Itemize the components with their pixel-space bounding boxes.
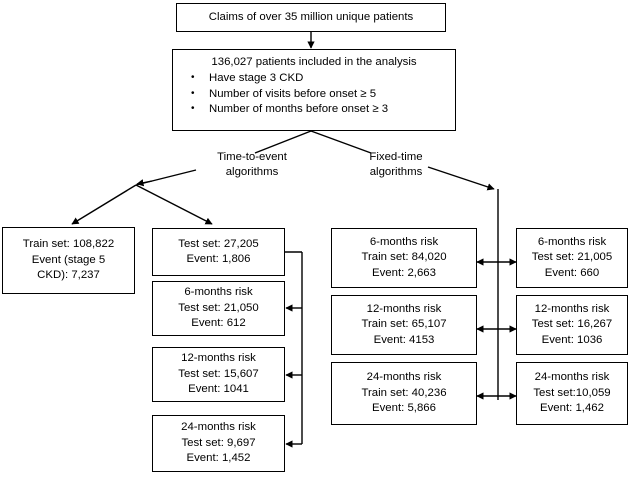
- node-ft-test-24-line-1: 24-months risk: [534, 371, 610, 384]
- node-tte-risk-6-line-1: 6-months risk: [184, 286, 253, 299]
- label-time-to-event-algorithms: Time-to-event algorithms: [192, 150, 312, 179]
- edge-junction-to-tte-train: [71, 184, 137, 225]
- label-fixed-time-line2: algorithms: [369, 165, 423, 178]
- node-tte-risk-24-line-3: Event: 1,452: [186, 452, 251, 465]
- edge-tte-label-to-junction: [135, 169, 197, 186]
- node-ft-train-24-line-1: 24-months risk: [366, 371, 442, 384]
- node-ft-test-6-months: 6-months risk Test set: 21,005 Event: 66…: [516, 228, 628, 288]
- node-ft-train-24-line-2: Train set: 40,236: [361, 386, 447, 399]
- node-ft-test-24-line-2: Test set:10,059: [533, 386, 611, 399]
- node-tte-risk-6-line-3: Event: 612: [191, 317, 246, 330]
- node-tte-train-line-2: Event (stage 5: [31, 253, 106, 266]
- node-cohort-bullet-3: Number of months before onset ≥ 3: [187, 101, 449, 117]
- node-ft-train-6-line-2: Train set: 84,020: [361, 251, 447, 264]
- node-ft-train-6-months: 6-months risk Train set: 84,020 Event: 2…: [331, 228, 477, 288]
- node-source-label: Claims of over 35 million unique patient…: [208, 10, 414, 23]
- node-cohort-bullet-2: Number of visits before onset ≥ 5: [187, 86, 449, 102]
- node-cohort: 136,027 patients included in the analysi…: [172, 49, 456, 131]
- node-ft-test-12-months: 12-months risk Test set: 16,267 Event: 1…: [516, 295, 628, 355]
- node-tte-risk-6-months: 6-months risk Test set: 21,050 Event: 61…: [152, 281, 285, 336]
- node-source: Claims of over 35 million unique patient…: [176, 3, 446, 32]
- node-cohort-headline: 136,027 patients included in the analysi…: [211, 56, 417, 68]
- node-ft-test-12-line-1: 12-months risk: [534, 302, 610, 315]
- node-ft-train-24-months: 24-months risk Train set: 40,236 Event: …: [331, 362, 477, 425]
- node-cohort-bullet-1: Have stage 3 CKD: [187, 70, 449, 86]
- node-ft-train-12-line-2: Train set: 65,107: [361, 318, 447, 331]
- label-time-to-event-line2: algorithms: [225, 165, 279, 178]
- edge-junction-arrowhead: [136, 179, 153, 187]
- node-tte-train-line-3: CKD): 7,237: [37, 269, 100, 282]
- label-time-to-event-line1: Time-to-event: [217, 151, 287, 163]
- node-ft-test-24-months: 24-months risk Test set:10,059 Event: 1,…: [516, 362, 628, 425]
- node-tte-risk-12-line-3: Event: 1041: [188, 383, 249, 396]
- label-fixed-time-algorithms: Fixed-time algorithms: [346, 150, 446, 179]
- node-ft-test-6-line-3: Event: 660: [544, 266, 600, 279]
- node-ft-test-12-line-3: Event: 1036: [541, 333, 603, 346]
- node-tte-train-line-1: Train set: 108,822: [22, 238, 115, 251]
- node-ft-test-12-line-2: Test set: 16,267: [531, 318, 613, 331]
- node-ft-train-12-months: 12-months risk Train set: 65,107 Event: …: [331, 295, 477, 355]
- node-ft-test-24-line-3: Event: 1,462: [540, 402, 604, 415]
- node-tte-risk-12-line-2: Test set: 15,607: [178, 367, 259, 380]
- node-tte-risk-24-line-2: Test set: 9,697: [181, 436, 256, 449]
- node-ft-train-24-line-3: Event: 5,866: [372, 402, 436, 415]
- node-ft-train-6-line-1: 6-months risk: [369, 235, 439, 248]
- node-tte-train-set: Train set: 108,822 Event (stage 5 CKD): …: [2, 227, 135, 294]
- node-ft-train-12-line-1: 12-months risk: [366, 302, 442, 315]
- node-tte-risk-6-line-2: Test set: 21,050: [178, 301, 259, 314]
- node-ft-test-6-line-2: Test set: 21,005: [531, 251, 613, 264]
- label-fixed-time-line1: Fixed-time: [369, 151, 423, 163]
- node-tte-test-line-2: Event: 1,806: [186, 253, 251, 265]
- node-tte-test-set: Test set: 27,205 Event: 1,806: [152, 228, 285, 276]
- node-tte-test-line-1: Test set: 27,205: [178, 237, 259, 250]
- node-tte-risk-12-line-1: 12-months risk: [181, 352, 256, 365]
- node-tte-risk-24-months: 24-months risk Test set: 9,697 Event: 1,…: [152, 415, 285, 472]
- node-ft-train-6-line-3: Event: 2,663: [372, 266, 436, 279]
- node-cohort-bullets: Have stage 3 CKD Number of visits before…: [179, 70, 449, 117]
- node-ft-test-6-line-1: 6-months risk: [537, 235, 607, 248]
- node-tte-risk-24-line-1: 24-months risk: [181, 421, 256, 434]
- node-ft-train-12-line-3: Event: 4153: [373, 333, 435, 346]
- node-tte-risk-12-months: 12-months risk Test set: 15,607 Event: 1…: [152, 347, 285, 402]
- edge-junction-to-tte-test: [135, 184, 213, 225]
